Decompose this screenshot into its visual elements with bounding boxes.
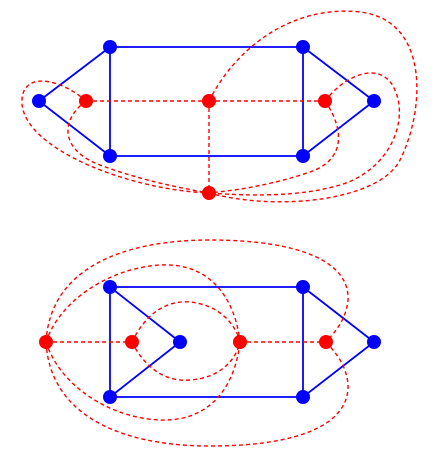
top-edge-l-tl — [38, 46, 111, 102]
bottom-dual-vertices — [39, 335, 333, 349]
bottom-diagram — [39, 239, 381, 447]
bottom-dual-edge-a-c-bottom — [45, 341, 241, 421]
bottom-edge-tl-m — [109, 286, 181, 343]
top-diagram — [21, 10, 418, 203]
top-primal-vertices — [32, 40, 381, 163]
top-dual-vertices — [79, 94, 332, 200]
top-dual-edge-c-d-outer — [208, 72, 401, 196]
top-vertex-tr — [296, 40, 310, 54]
top-dual-edge-a-d-inner — [67, 100, 210, 194]
bottom-vertex-m — [173, 335, 187, 349]
top-vertex-l — [32, 94, 46, 108]
top-vertex-bl — [103, 149, 117, 163]
bottom-edge-bl-m — [109, 341, 181, 398]
bottom-dual-vertex-a — [39, 335, 53, 349]
top-dual-vertex-d — [202, 186, 216, 200]
top-dual-edge-a-d-outer — [21, 80, 210, 194]
top-dual-vertex-a — [79, 94, 93, 108]
top-vertex-r — [367, 94, 381, 108]
top-vertex-tl — [103, 40, 117, 54]
bottom-primal-vertices — [103, 280, 381, 404]
bottom-dual-vertex-d — [319, 335, 333, 349]
bottom-dual-edges — [45, 239, 349, 447]
bottom-dual-edge-b-c-top — [131, 301, 241, 343]
top-vertex-br — [296, 149, 310, 163]
bottom-vertex-bl — [103, 390, 117, 404]
top-dual-vertex-c — [318, 94, 332, 108]
top-edge-r-br — [302, 100, 375, 157]
top-primal-edges — [38, 46, 375, 157]
bottom-vertex-r — [367, 335, 381, 349]
bottom-dual-edge-a-d-top — [45, 239, 349, 343]
top-edge-r-tr — [302, 46, 375, 102]
bottom-dual-vertex-b — [125, 335, 139, 349]
bottom-dual-edge-a-d-bottom — [45, 341, 349, 447]
bottom-dual-vertex-c — [233, 335, 247, 349]
bottom-edge-br-r — [302, 341, 375, 398]
bottom-vertex-tl — [103, 280, 117, 294]
bottom-vertex-br — [296, 390, 310, 404]
top-dual-edge-c-d-inner — [208, 100, 340, 194]
top-dual-vertex-b — [202, 94, 216, 108]
bottom-dual-edge-b-c-bottom — [131, 341, 241, 381]
bottom-edge-tr-r — [302, 286, 375, 343]
top-edge-l-bl — [38, 100, 111, 157]
bottom-dual-edge-a-c-top — [45, 264, 241, 343]
top-dual-edge-b-d-big — [208, 10, 418, 203]
top-dual-edges — [21, 10, 418, 203]
bottom-vertex-tr — [296, 280, 310, 294]
